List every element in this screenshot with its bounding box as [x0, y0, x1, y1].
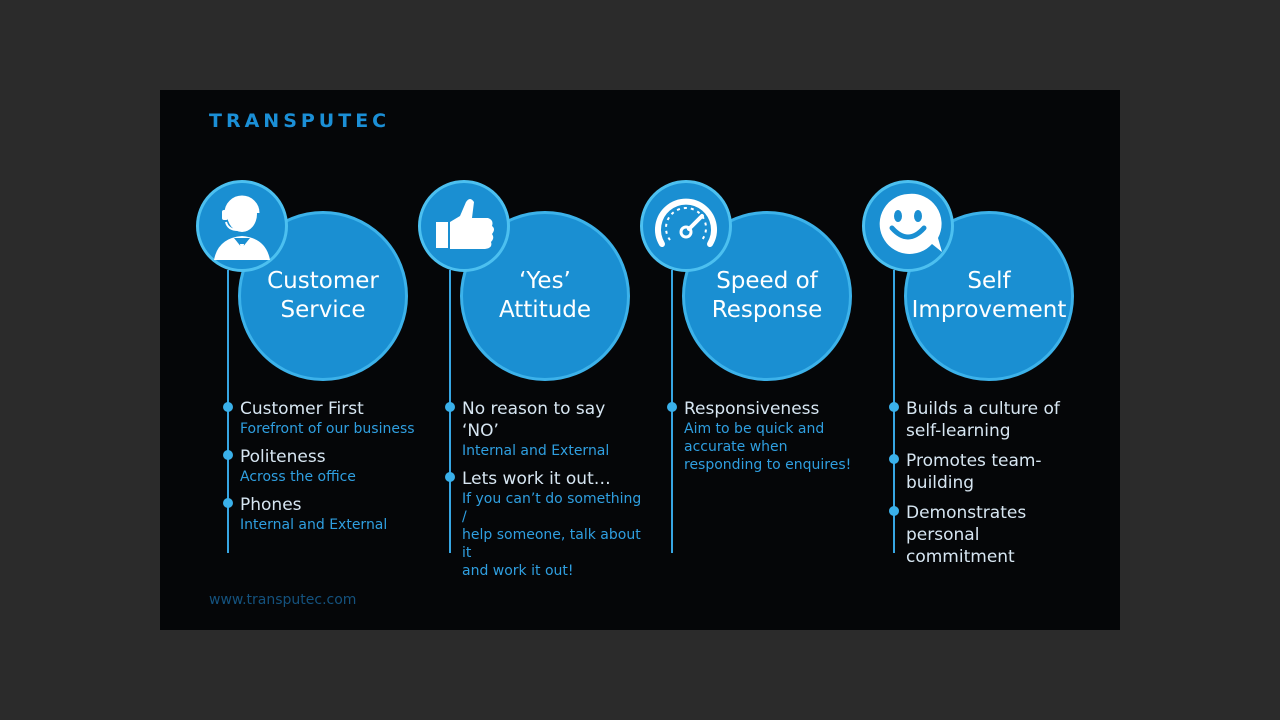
thumbs-up-icon: [418, 180, 510, 272]
pillar-yes-attitude: ‘Yes’ Attitude No reason to say ‘NO’ Int…: [400, 180, 641, 579]
list-item: Politeness Across the office: [222, 446, 422, 486]
item-title: Builds a culture of self-learning: [906, 399, 1060, 441]
bullet-dot: [445, 402, 455, 412]
pillar-title: Customer Service: [267, 268, 379, 323]
pillar-items: Responsiveness Aim to be quick and accur…: [666, 398, 866, 482]
smiley-chat-icon: [862, 180, 954, 272]
list-item: Lets work it out… If you can’t do someth…: [444, 468, 644, 580]
pillar-items: Builds a culture of self-learning Promot…: [888, 398, 1088, 576]
footer-url[interactable]: www.transputec.com: [209, 592, 357, 608]
list-item: No reason to say ‘NO’ Internal and Exter…: [444, 398, 644, 460]
pillar-customer-service: Customer Service Customer First Forefron…: [178, 180, 415, 560]
item-subtitle: Internal and External: [240, 517, 388, 533]
pillar-speed-of-response: Speed of Response Responsiveness Aim to …: [622, 180, 852, 560]
pillar-self-improvement: Self Improvement Builds a culture of sel…: [844, 180, 1074, 567]
bullet-dot: [223, 450, 233, 460]
item-subtitle: If you can’t do something / help someone…: [462, 491, 642, 579]
item-title: Demonstrates personal commitment: [906, 503, 1027, 567]
item-subtitle: Internal and External: [462, 443, 610, 459]
list-item: Demonstrates personal commitment: [888, 502, 1088, 568]
brand-logo: TRANSPUTEC: [209, 110, 391, 132]
pillar-items: Customer First Forefront of our business…: [222, 398, 422, 542]
item-title: Phones: [240, 495, 302, 515]
item-title: Lets work it out…: [462, 469, 611, 489]
item-title: Responsiveness: [684, 399, 820, 419]
bullet-dot: [667, 402, 677, 412]
list-item: Phones Internal and External: [222, 494, 422, 534]
speedometer-icon: [640, 180, 732, 272]
item-title: No reason to say ‘NO’: [462, 399, 606, 441]
pillar-title: ‘Yes’ Attitude: [498, 268, 592, 323]
list-item: Customer First Forefront of our business: [222, 398, 422, 438]
bullet-dot: [889, 506, 899, 516]
bullet-dot: [223, 498, 233, 508]
bullet-dot: [223, 402, 233, 412]
bullet-dot: [889, 454, 899, 464]
item-subtitle: Aim to be quick and accurate when respon…: [684, 421, 852, 473]
pillar-title: Speed of Response: [711, 268, 823, 323]
slide: TRANSPUTEC Customer Service Customer Fir…: [160, 90, 1120, 630]
bullet-dot: [445, 472, 455, 482]
list-item: Responsiveness Aim to be quick and accur…: [666, 398, 866, 474]
item-title: Promotes team-building: [906, 451, 1042, 493]
list-item: Promotes team-building: [888, 450, 1088, 494]
headset-agent-icon: [196, 180, 288, 272]
item-subtitle: Across the office: [240, 469, 356, 485]
list-item: Builds a culture of self-learning: [888, 398, 1088, 442]
pillar-items: No reason to say ‘NO’ Internal and Exter…: [444, 398, 644, 588]
pillar-title: Self Improvement: [911, 268, 1067, 323]
item-title: Politeness: [240, 447, 326, 467]
item-subtitle: Forefront of our business: [240, 421, 415, 437]
item-title: Customer First: [240, 399, 364, 419]
bullet-dot: [889, 402, 899, 412]
